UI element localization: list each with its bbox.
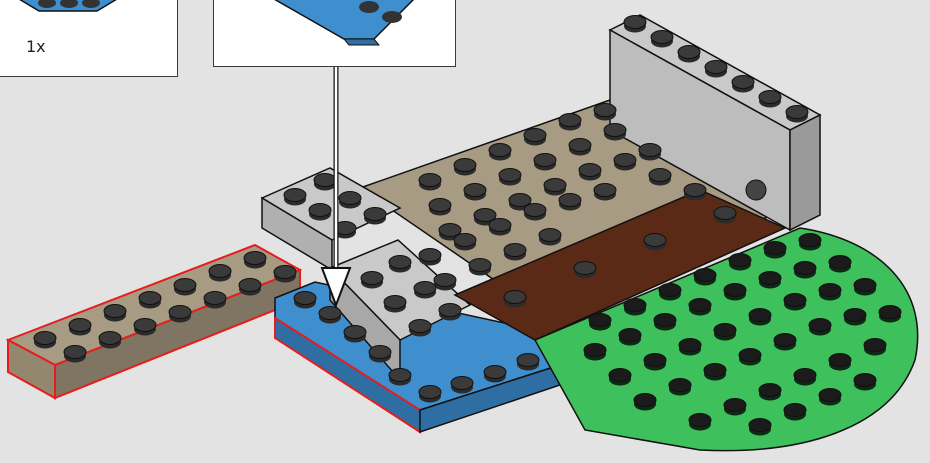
parts-callout-right <box>213 0 456 67</box>
gray-wall-side <box>790 115 820 230</box>
part-quantity: 1x <box>26 37 46 56</box>
parts-callout-left: 1x <box>0 0 178 77</box>
technic-hole <box>746 180 766 200</box>
blue-plate-part-icon-2 <box>214 0 457 68</box>
